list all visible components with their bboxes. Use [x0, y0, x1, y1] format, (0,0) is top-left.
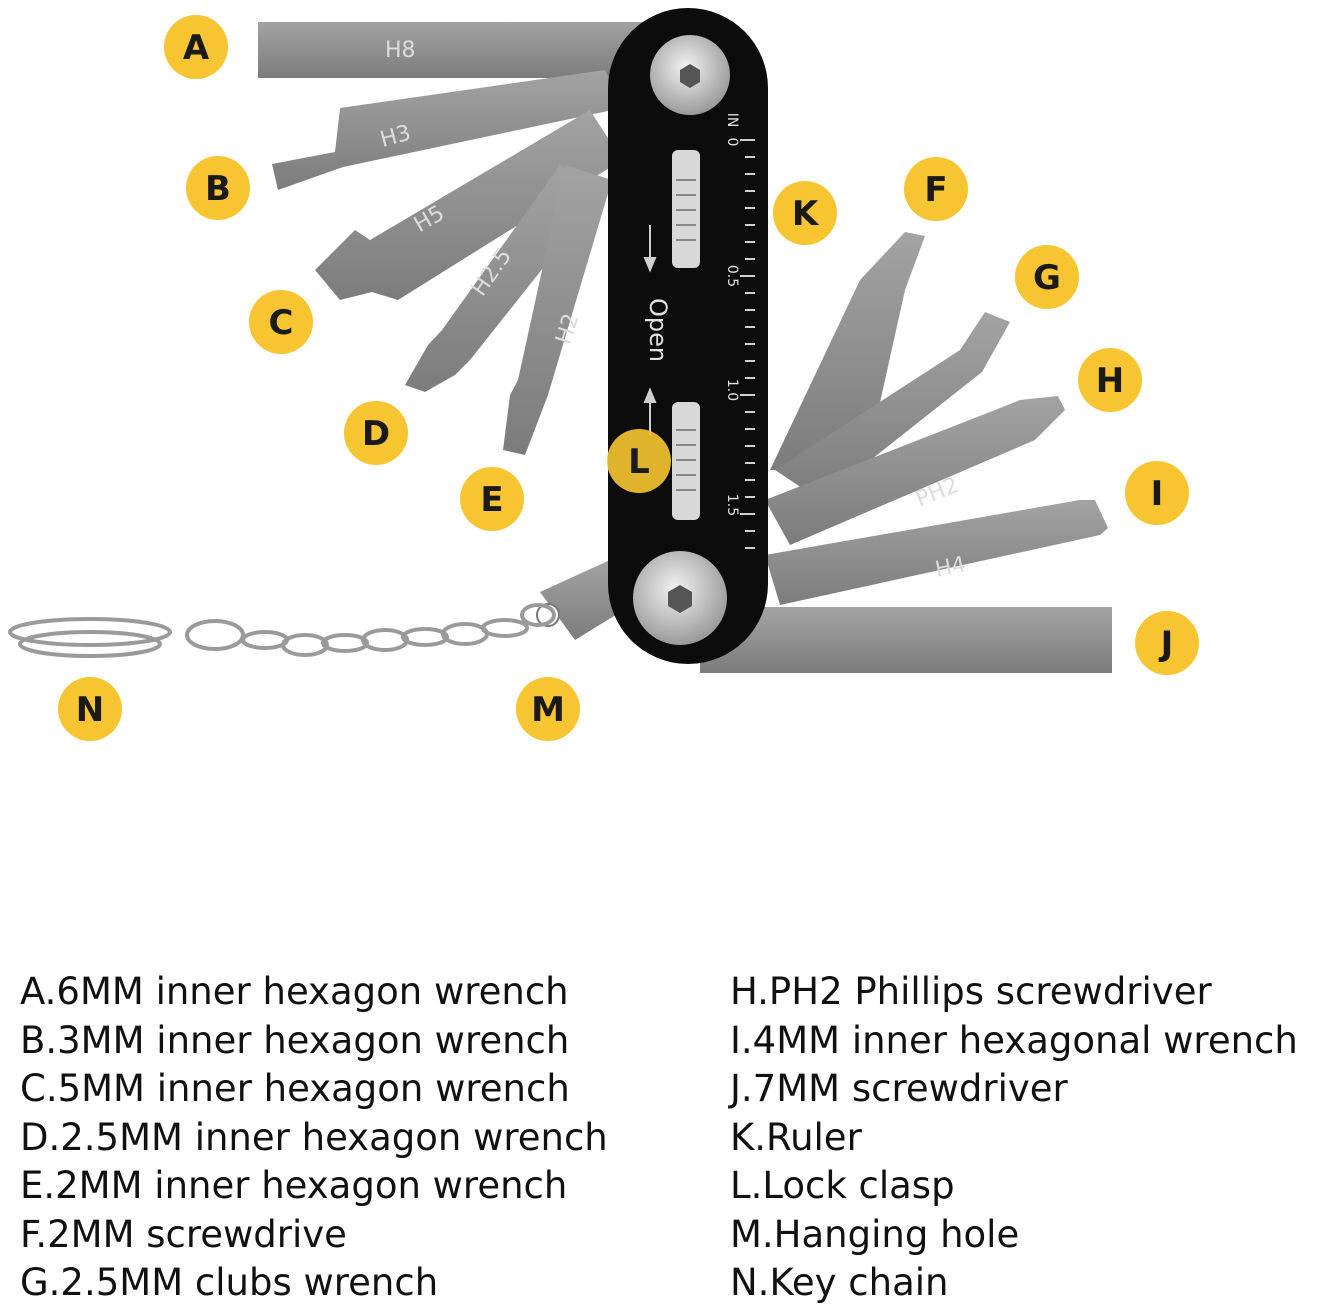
key-chain [8, 603, 556, 658]
multitool-illustration: H8 H3 H5 H2.5 H2 PH2 H4 [8, 8, 1199, 741]
svg-text:B: B [205, 169, 231, 209]
badge-m: M [516, 677, 580, 741]
tool-body: Open [608, 8, 768, 664]
badge-c: C [249, 290, 313, 354]
legend-item-b: B.3MM inner hexagon wrench [20, 1018, 570, 1062]
badge-d: D [344, 401, 408, 465]
badge-n: N [58, 677, 122, 741]
svg-text:G: G [1033, 258, 1061, 298]
badge-e: E [460, 467, 524, 531]
svg-text:K: K [792, 194, 820, 234]
legend-left-column: A.6MM inner hexagon wrench B.3MM inner h… [20, 968, 608, 1308]
ruler: IN 0 0.5 1.0 1.5 [724, 113, 755, 549]
ruler-zero-label: 0 [724, 138, 740, 147]
svg-text:E: E [480, 480, 503, 520]
badge-f: F [904, 157, 968, 221]
ruler-half-label: 0.5 [724, 265, 740, 287]
open-label: Open [644, 298, 672, 362]
tool-b-3mm-hex-wrench: H3 [272, 70, 622, 190]
badge-k: K [773, 181, 837, 245]
legend-item-a: A.6MM inner hexagon wrench [20, 970, 569, 1013]
svg-text:N: N [76, 690, 104, 730]
ruler-one-label: 1.0 [724, 379, 740, 401]
tool-j-7mm-screwdriver [700, 607, 1112, 673]
badge-g: G [1015, 245, 1079, 309]
ruler-unit-label: IN [724, 113, 740, 128]
legend-item-n: N.Key chain [730, 1261, 949, 1304]
svg-text:J: J [1159, 624, 1174, 664]
tool-a-6mm-hex-wrench: H8 [258, 22, 658, 78]
legend-item-i: I.4MM inner hexagonal wrench [730, 1018, 1298, 1062]
badge-l: L [607, 429, 671, 493]
tool-e-2mm-hex-wrench: H2 [503, 165, 612, 455]
tool-i-4mm-hex-wrench: H4 [765, 500, 1108, 605]
legend-item-l: L.Lock clasp [730, 1164, 955, 1207]
badge-h: H [1078, 348, 1142, 412]
svg-text:H: H [1096, 361, 1124, 401]
svg-text:M: M [531, 690, 565, 730]
svg-text:L: L [628, 442, 650, 482]
legend-item-f: F.2MM screwdrive [20, 1212, 347, 1256]
svg-text:D: D [362, 414, 390, 454]
tool-a-marking: H8 [385, 38, 416, 63]
badge-j: J [1135, 611, 1199, 675]
badge-b: B [186, 156, 250, 220]
legend-item-k: K.Ruler [730, 1115, 862, 1159]
svg-text:A: A [183, 28, 210, 68]
svg-text:C: C [269, 303, 294, 343]
tool-f-2mm-screwdriver [770, 232, 925, 470]
legend-item-g: G.2.5MM clubs wrench [20, 1261, 439, 1304]
legend-item-d: D.2.5MM inner hexagon wrench [20, 1115, 608, 1159]
legend-item-j: J.7MM screwdriver [730, 1067, 1068, 1110]
legend-item-h: H.PH2 Phillips screwdriver [730, 970, 1212, 1013]
ruler-one-half-label: 1.5 [724, 494, 740, 516]
legend-item-c: C.5MM inner hexagon wrench [20, 1067, 570, 1110]
tool-g-2-5mm-clubs-wrench [775, 312, 1010, 500]
svg-text:F: F [924, 170, 947, 210]
legend-right-column: H.PH2 Phillips screwdriver I.4MM inner h… [730, 968, 1298, 1308]
legend-item-e: E.2MM inner hexagon wrench [20, 1164, 568, 1207]
badge-i: I [1125, 461, 1189, 525]
tool-i-marking: H4 [933, 552, 968, 583]
badge-a: A [164, 15, 228, 79]
svg-text:I: I [1151, 474, 1164, 514]
legend-item-m: M.Hanging hole [730, 1212, 1020, 1256]
